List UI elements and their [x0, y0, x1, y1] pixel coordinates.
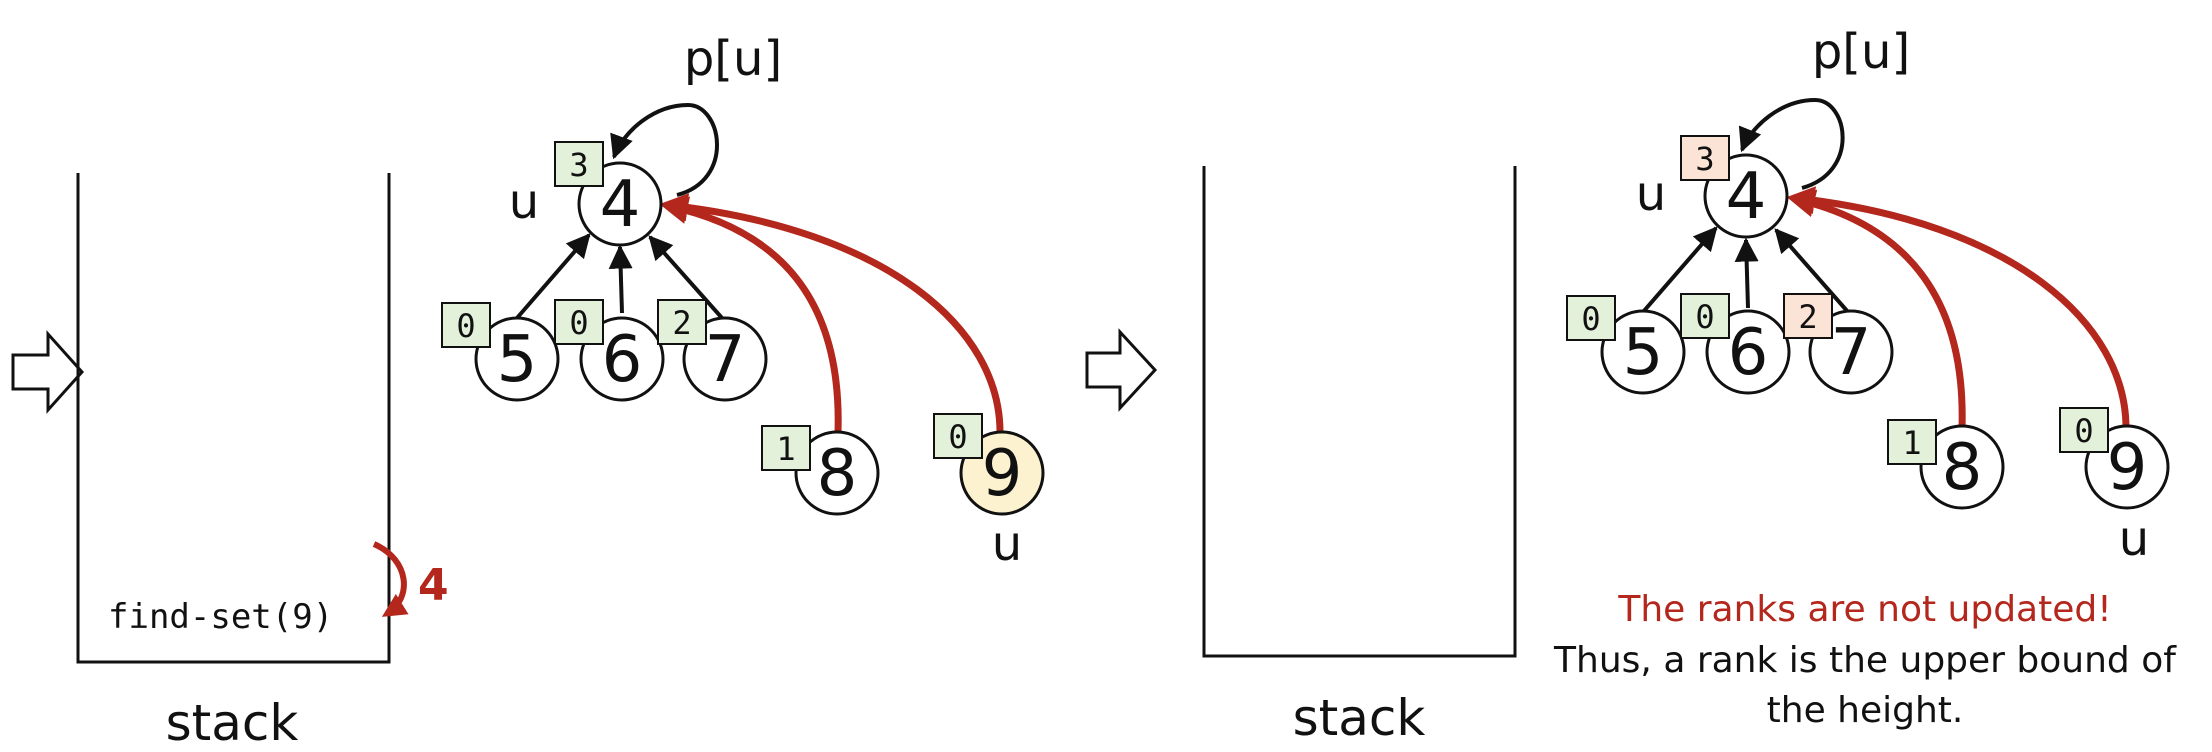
svg-text:9: 9 — [982, 437, 1023, 511]
rank-badge-7: 2 — [657, 299, 707, 345]
svg-text:0: 0 — [456, 307, 475, 345]
stack-call-text: find-set(9) — [108, 597, 333, 637]
parent-label: p[u] — [684, 31, 782, 87]
left-panel: find-set(9) 4 stack p[u] u u 4 5 6 — [11, 31, 1045, 752]
svg-text:6: 6 — [602, 323, 643, 397]
svg-text:7: 7 — [705, 323, 746, 397]
stack-box — [76, 173, 391, 664]
svg-text:0: 0 — [569, 304, 588, 342]
u-label-node: u — [992, 516, 1022, 572]
u-label-root: u — [1636, 166, 1666, 222]
svg-text:0: 0 — [1581, 300, 1600, 338]
edge-7-4 — [648, 235, 724, 320]
svg-text:0: 0 — [2074, 412, 2093, 450]
self-loop-edge — [1738, 97, 1845, 190]
svg-text:5: 5 — [1623, 316, 1664, 390]
svg-text:8: 8 — [817, 437, 858, 511]
node-5: 5 — [1600, 309, 1686, 395]
svg-text:2: 2 — [672, 304, 691, 342]
u-label-node: u — [2119, 511, 2149, 567]
return-value: 4 — [418, 560, 449, 611]
svg-text:8: 8 — [1942, 431, 1983, 505]
edge-5-4 — [515, 233, 591, 320]
stack-box — [1202, 166, 1517, 658]
node-8: 8 — [1919, 424, 2005, 510]
stack-label: stack — [166, 694, 299, 752]
node-8: 8 — [794, 430, 880, 516]
stack-label: stack — [1293, 689, 1426, 747]
svg-text:2: 2 — [1798, 298, 1817, 336]
note-ranks-not-updated: The ranks are not updated! — [1618, 589, 2112, 630]
step-arrow-icon — [11, 330, 85, 414]
rank-badge-7: 2 — [1783, 293, 1833, 339]
rank-badge-4: 3 — [1680, 135, 1730, 181]
rank-badge-6: 0 — [1680, 293, 1730, 339]
rank-badge-8: 1 — [761, 425, 811, 471]
rank-badge-6: 0 — [554, 299, 604, 345]
note-line-2: Thus, a rank is the upper bound of — [1554, 640, 2176, 681]
svg-text:9: 9 — [2107, 431, 2148, 505]
edge-7-4 — [1774, 228, 1850, 314]
rank-badge-4: 3 — [554, 141, 604, 187]
edge-9-4-red — [1786, 186, 2130, 429]
right-panel: stack p[u] u u 4 5 6 7 — [1085, 24, 2170, 747]
svg-text:3: 3 — [569, 146, 588, 184]
note-rank-upper-bound: Thus, a rank is the upper bound of the h… — [1520, 636, 2210, 736]
parent-label: p[u] — [1812, 24, 1910, 80]
svg-text:6: 6 — [1728, 316, 1769, 390]
svg-text:7: 7 — [1831, 316, 1872, 390]
edge-5-4 — [1641, 226, 1718, 314]
node-7: 7 — [1808, 309, 1894, 395]
rank-badge-8: 1 — [1887, 419, 1937, 465]
rank-badge-5: 0 — [1566, 295, 1616, 341]
u-label-root: u — [509, 174, 539, 230]
edge-8-4-red — [659, 196, 842, 433]
node-5: 5 — [474, 316, 560, 402]
rank-badge-9: 0 — [933, 413, 983, 459]
svg-text:0: 0 — [1695, 298, 1714, 336]
edge-6-4 — [608, 244, 633, 314]
svg-text:5: 5 — [497, 323, 538, 397]
self-loop-edge — [610, 102, 719, 197]
step-arrow-icon — [1085, 328, 1158, 412]
edge-9-4-red — [659, 193, 1004, 433]
svg-text:4: 4 — [600, 168, 641, 242]
svg-text:1: 1 — [1902, 424, 1921, 462]
note-line-3: the height. — [1766, 690, 1964, 731]
svg-text:1: 1 — [776, 430, 795, 468]
svg-text:0: 0 — [948, 418, 967, 456]
svg-text:3: 3 — [1695, 140, 1714, 178]
rank-badge-5: 0 — [441, 302, 491, 348]
edge-8-4-red — [1786, 189, 1966, 429]
return-arrow — [372, 541, 409, 617]
svg-text:4: 4 — [1726, 160, 1767, 234]
rank-badge-9: 0 — [2059, 407, 2109, 453]
edge-6-4 — [1734, 237, 1759, 309]
